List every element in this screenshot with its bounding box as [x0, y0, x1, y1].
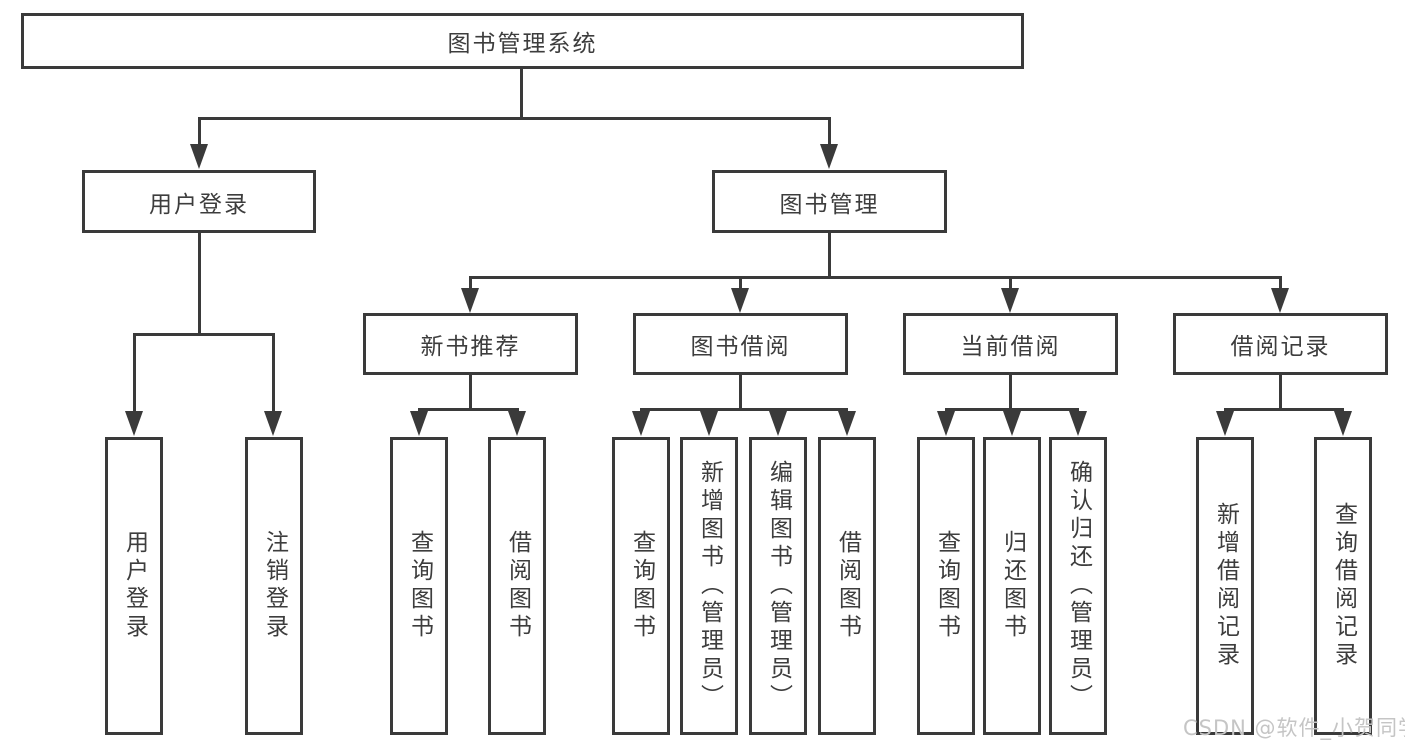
leaf-logout: 注销登录 [245, 437, 303, 735]
leaf-edit-book-admin: 编辑图书（管理员） [749, 437, 807, 735]
connector-line [828, 117, 831, 146]
connector-line [640, 408, 848, 411]
leaf-query-borrow-record: 查询借阅记录 [1314, 437, 1372, 735]
node-current-borrow: 当前借阅 [903, 313, 1118, 375]
leaf-query-books: 查询图书 [390, 437, 448, 735]
connector-line [739, 375, 742, 411]
connector-line [133, 333, 136, 413]
connector-line [1009, 276, 1012, 291]
leaf-add-book-admin: 新增图书（管理员） [680, 437, 738, 735]
arrow-down-icon [125, 411, 143, 436]
connector-line [1224, 408, 1344, 411]
leaf-query-books: 查询图书 [612, 437, 670, 735]
leaf-confirm-return-admin: 确认归还（管理员） [1049, 437, 1107, 735]
leaf-user-login: 用户登录 [105, 437, 163, 735]
arrow-down-icon [632, 411, 650, 436]
connector-line [1279, 375, 1282, 411]
arrow-down-icon [700, 411, 718, 436]
csdn-watermark: CSDN @软件_小贺同学 [1183, 716, 1405, 740]
arrow-down-icon [190, 144, 208, 169]
leaf-return-books: 归还图书 [983, 437, 1041, 735]
connector-line [418, 408, 519, 411]
connector-line [198, 117, 831, 120]
node-book-borrow: 图书借阅 [633, 313, 848, 375]
arrow-down-icon [1271, 288, 1289, 313]
arrow-down-icon [1216, 411, 1234, 436]
arrow-down-icon [1069, 411, 1087, 436]
arrow-down-icon [1003, 411, 1021, 436]
connector-line [272, 333, 275, 413]
node-user-login: 用户登录 [82, 170, 316, 233]
connector-line [198, 117, 201, 146]
arrow-down-icon [1001, 288, 1019, 313]
connector-line [198, 233, 201, 336]
connector-line [828, 233, 831, 279]
connector-line [945, 408, 1079, 411]
connector-line [469, 276, 472, 291]
connector-line [133, 333, 275, 336]
node-new-book-recommend: 新书推荐 [363, 313, 578, 375]
leaf-add-borrow-record: 新增借阅记录 [1196, 437, 1254, 735]
connector-line [469, 375, 472, 411]
connector-line [520, 69, 523, 120]
connector-line [469, 276, 1282, 279]
arrow-down-icon [838, 411, 856, 436]
leaf-query-books: 查询图书 [917, 437, 975, 735]
connector-line [1279, 276, 1282, 291]
node-root: 图书管理系统 [21, 13, 1024, 69]
arrow-down-icon [769, 411, 787, 436]
leaf-borrow-books: 借阅图书 [818, 437, 876, 735]
arrow-down-icon [264, 411, 282, 436]
arrow-down-icon [937, 411, 955, 436]
arrow-down-icon [1334, 411, 1352, 436]
arrow-down-icon [410, 411, 428, 436]
leaf-borrow-books: 借阅图书 [488, 437, 546, 735]
arrow-down-icon [731, 288, 749, 313]
arrow-down-icon [508, 411, 526, 436]
connector-line [1009, 375, 1012, 411]
connector-line [739, 276, 742, 291]
arrow-down-icon [461, 288, 479, 313]
arrow-down-icon [820, 144, 838, 169]
node-borrow-records: 借阅记录 [1173, 313, 1388, 375]
node-book-management: 图书管理 [712, 170, 947, 233]
